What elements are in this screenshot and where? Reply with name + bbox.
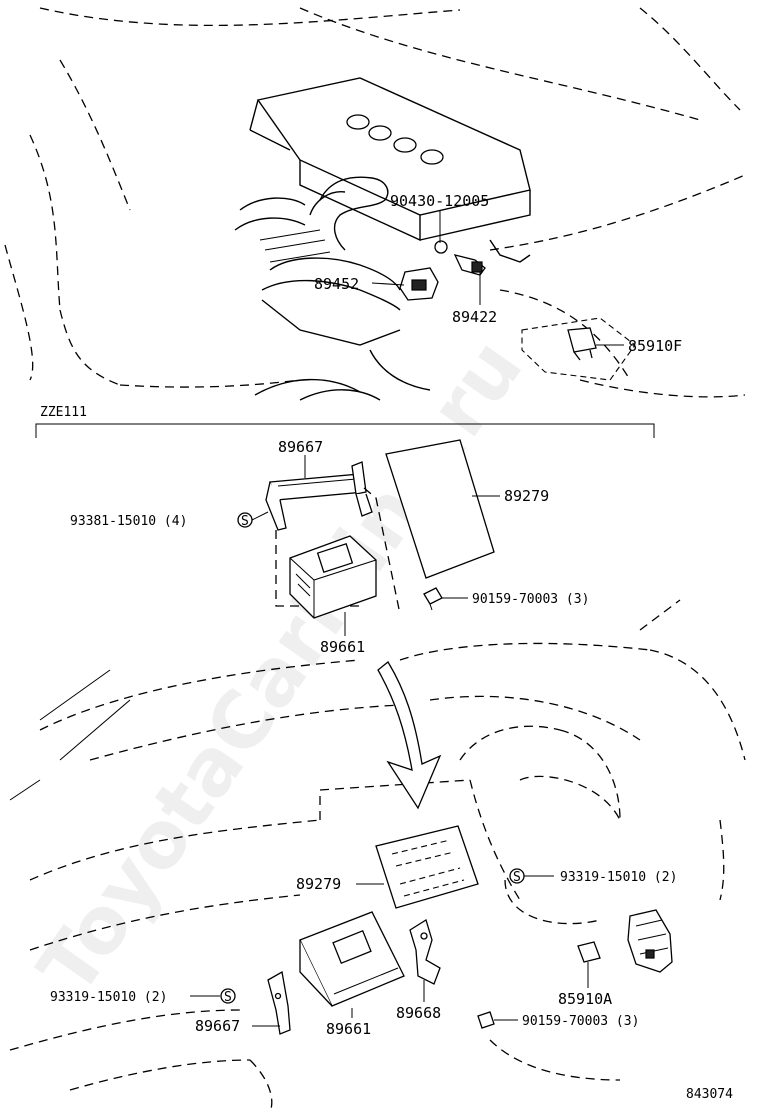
watermark: ToyotaCarMine.ru (22, 324, 541, 1011)
cover-89279-bottom (375, 825, 479, 909)
label-93381-15010: 93381-15010 (4) (70, 514, 187, 529)
ecu-89661-bottom (299, 911, 405, 1007)
svg-text:S: S (224, 990, 232, 1005)
svg-text:ToyotaCarMine.ru: ToyotaCarMine.ru (22, 324, 541, 1011)
label-89422: 89422 (452, 308, 497, 326)
bracket-89668 (409, 918, 441, 985)
relay-85910F (521, 317, 636, 381)
label-89279-top: 89279 (504, 487, 549, 505)
svg-text:S: S (513, 870, 521, 885)
label-90159-70003-top: 90159-70003 (3) (472, 592, 589, 607)
svg-text:S: S (241, 514, 249, 529)
cover-89279-top (385, 439, 495, 579)
s-marker-93319-right: S (509, 868, 525, 885)
label-90430-12005: 90430-12005 (390, 192, 489, 210)
label-89661-top: 89661 (320, 638, 365, 656)
label-89279-bottom: 89279 (296, 875, 341, 893)
bolt-90159-bottom (477, 1011, 495, 1029)
engine-block (234, 77, 531, 401)
bolt-90159-top (423, 587, 443, 611)
dash-89661-top-left (275, 530, 364, 607)
label-89668: 89668 (396, 1004, 441, 1022)
temp-sensor-89422 (453, 254, 486, 276)
label-93319-15010-left: 93319-15010 (2) (50, 990, 167, 1005)
s-marker-93381: S (237, 512, 253, 529)
label-89667-top: 89667 (278, 438, 323, 456)
label-85910F: 85910F (628, 337, 682, 355)
section-bracket (35, 423, 655, 438)
figure-number: 843074 (686, 1087, 733, 1102)
ecu-bracket-89667-bottom (267, 970, 291, 1035)
label-90159-70003-bottom: 90159-70003 (3) (522, 1014, 639, 1029)
dash-89661-top-right (363, 487, 401, 615)
label-89661-bottom: 89661 (326, 1020, 371, 1038)
hood-outline (4, 7, 746, 398)
label-93319-15010-right: 93319-15010 (2) (560, 870, 677, 885)
junction-block (627, 909, 673, 973)
label-89667-bottom: 89667 (195, 1017, 240, 1035)
dashboard-outline (9, 599, 746, 1112)
gasket-90430 (434, 240, 448, 254)
leader-93381 (251, 511, 269, 521)
knock-sensor-89452 (399, 267, 439, 301)
relay-85910A (577, 941, 601, 963)
ecu-89661-top (289, 535, 377, 619)
ecu-bracket-89667-top (265, 461, 373, 531)
label-89452: 89452 (314, 275, 359, 293)
section-label-zze111: ZZE111 (40, 405, 87, 420)
label-85910A: 85910A (558, 990, 612, 1008)
direction-arrow (377, 661, 442, 810)
leader-89452 (371, 282, 405, 286)
s-marker-93319-left: S (220, 988, 236, 1005)
